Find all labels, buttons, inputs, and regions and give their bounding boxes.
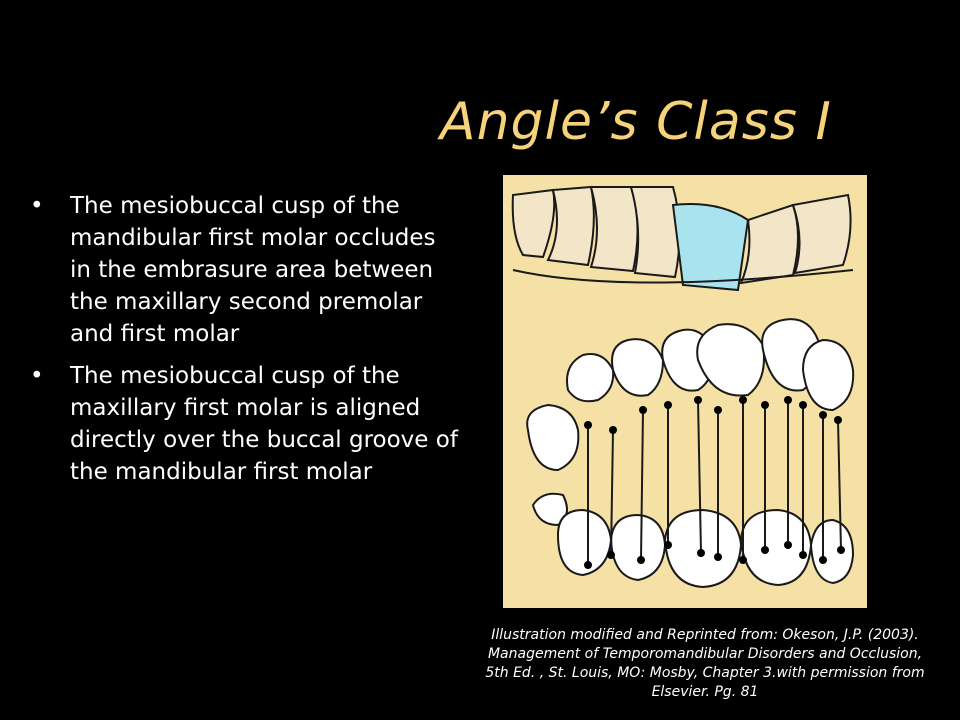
slide-title: Angle’s Class I <box>440 92 832 152</box>
teeth-drawing-icon <box>511 185 855 589</box>
bullet-text: The mesiobuccal cusp of the mandibular f… <box>70 193 436 347</box>
dental-occlusion-illustration <box>503 175 867 608</box>
bullet-text: The mesiobuccal cusp of the maxillary fi… <box>70 363 458 485</box>
bullet-icon: • <box>30 363 44 389</box>
bullet-icon: • <box>30 193 44 219</box>
bullet-item: • The mesiobuccal cusp of the mandibular… <box>30 190 460 350</box>
bullet-item: • The mesiobuccal cusp of the maxillary … <box>30 360 460 488</box>
bullet-list: • The mesiobuccal cusp of the mandibular… <box>30 190 460 498</box>
figure-caption: Illustration modified and Reprinted from… <box>485 627 925 700</box>
